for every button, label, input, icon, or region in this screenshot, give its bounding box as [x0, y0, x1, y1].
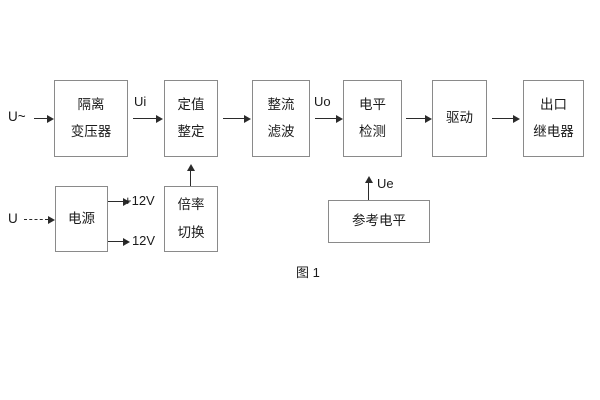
block-output-relay: 出口 继电器 [523, 80, 584, 157]
signal-label-uo: Uo [314, 94, 331, 109]
arrow-ac-to-isolation-transformer [34, 114, 54, 123]
block-level-detect-line1: 电平 [359, 96, 386, 112]
block-isolation-transformer: 隔离 变压器 [54, 80, 128, 157]
block-isolation-transformer-line2: 变压器 [70, 124, 112, 139]
block-rectify-filter-line2: 滤波 [267, 124, 295, 139]
arrow-multiplier-switch-to-setting-value [186, 164, 195, 186]
block-reference-level-line1: 参考电平 [352, 213, 406, 229]
arrow-rectify-filter-to-level-detect [315, 114, 343, 123]
arrow-dc-to-power-supply [24, 215, 55, 224]
block-setting-value: 定值 整定 [164, 80, 218, 157]
block-setting-value-line2: 整定 [177, 124, 205, 139]
arrow-setting-value-to-rectify-filter [223, 114, 251, 123]
supply-label-negative: - 12V [124, 233, 156, 248]
block-setting-value-line1: 定值 [177, 96, 205, 112]
block-power-supply: 电源 [55, 186, 108, 252]
block-rectify-filter: 整流 滤波 [252, 80, 310, 157]
arrow-power-supply-negative [108, 237, 130, 246]
signal-label-ui: Ui [134, 94, 147, 109]
block-multiplier-switch: 倍率 切换 [164, 186, 218, 252]
block-output-relay-line2: 继电器 [533, 124, 574, 139]
block-multiplier-switch-line2: 切换 [177, 224, 205, 240]
block-drive-line1: 驱动 [446, 110, 473, 126]
input-label-ac: U~ [8, 109, 26, 124]
arrow-power-supply-positive [108, 197, 130, 206]
block-isolation-transformer-line1: 隔离 [77, 96, 105, 112]
arrow-reference-level-to-level-detect [364, 176, 373, 200]
block-drive: 驱动 [432, 80, 487, 157]
arrow-drive-to-output-relay [492, 114, 520, 123]
signal-label-ue: Ue [377, 176, 394, 191]
figure-caption: 图 1 [296, 265, 320, 280]
block-multiplier-switch-line1: 倍率 [177, 197, 205, 213]
block-rectify-filter-line1: 整流 [267, 96, 295, 112]
block-output-relay-line1: 出口 [540, 96, 567, 112]
block-reference-level: 参考电平 [328, 200, 430, 243]
arrow-level-detect-to-drive [406, 114, 432, 123]
block-level-detect: 电平 检测 [343, 80, 402, 157]
input-label-dc: U [8, 211, 18, 226]
arrow-isolation-transformer-to-setting-value [133, 114, 163, 123]
supply-label-positive: +12V [124, 193, 155, 208]
block-level-detect-line2: 检测 [359, 124, 386, 139]
block-power-supply-line1: 电源 [68, 210, 95, 226]
